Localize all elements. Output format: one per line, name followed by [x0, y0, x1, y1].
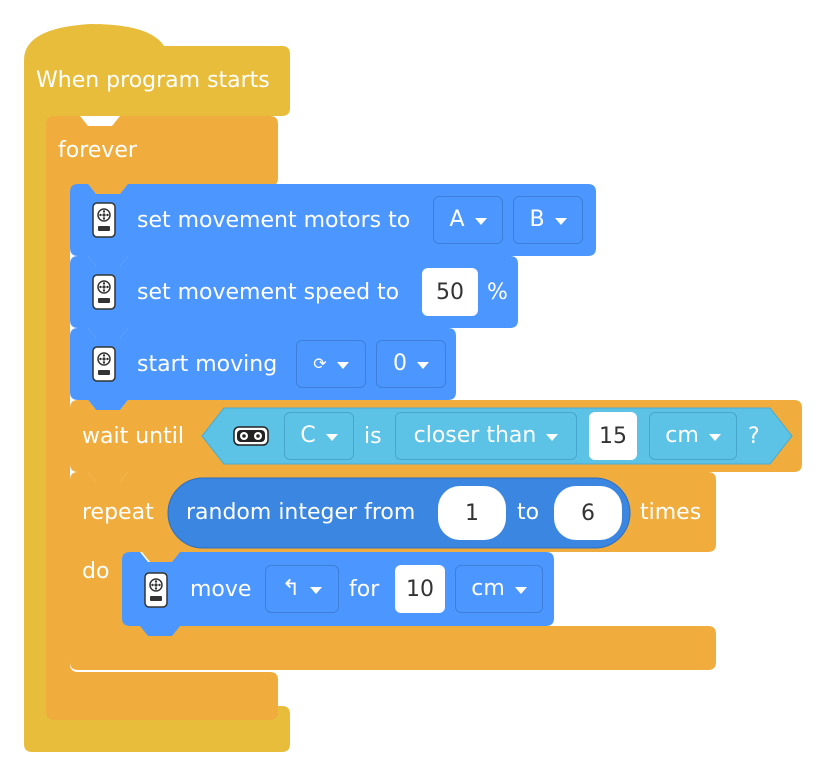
- random-from-input[interactable]: 1: [438, 486, 506, 540]
- distance-unit-dropdown[interactable]: cm: [649, 412, 737, 460]
- move-direction-value: ↰: [281, 576, 301, 601]
- motor-port-dropdown-2[interactable]: B: [513, 196, 583, 244]
- sensor-port-dropdown[interactable]: C: [284, 412, 354, 460]
- speed-value-input[interactable]: 50: [422, 268, 478, 316]
- event-block-label: When program starts: [36, 68, 270, 93]
- repeat-block-label: repeat: [82, 500, 154, 525]
- comparison-value: closer than: [413, 423, 537, 448]
- move-block-label: move: [190, 577, 252, 602]
- motor-pair-icon: [144, 572, 168, 608]
- chevron-down-icon: [325, 433, 338, 441]
- is-label: is: [364, 424, 382, 449]
- random-to-label: to: [517, 500, 540, 525]
- distance-sensor-icon: [233, 426, 269, 446]
- chevron-down-icon: [417, 361, 429, 369]
- start-block-label: start moving: [137, 352, 278, 377]
- move-direction-dropdown[interactable]: ↰: [265, 565, 339, 613]
- direction-dropdown[interactable]: ⟳: [296, 340, 366, 388]
- distance-unit-value: cm: [665, 423, 699, 448]
- wait-block-label: wait until: [82, 424, 184, 449]
- direction-value: ⟳: [313, 354, 327, 373]
- forever-block-label: forever: [58, 138, 137, 163]
- random-integer-label: random integer from: [186, 500, 416, 525]
- motor-pair-icon: [92, 346, 116, 382]
- question-mark-label: ?: [748, 424, 760, 449]
- move-unit-dropdown[interactable]: cm: [455, 565, 543, 613]
- distance-value-input[interactable]: 15: [589, 412, 637, 460]
- move-unit-value: cm: [471, 576, 505, 601]
- do-label: do: [82, 559, 110, 584]
- chevron-down-icon: [310, 586, 323, 594]
- steer-dropdown[interactable]: 0: [376, 340, 446, 388]
- chevron-down-icon: [474, 217, 487, 225]
- chevron-down-icon: [546, 433, 559, 441]
- speed-unit-label: %: [487, 280, 508, 305]
- motor-port-dropdown-1[interactable]: A: [433, 196, 503, 244]
- motors-block-label: set movement motors to: [137, 208, 411, 233]
- steer-value: 0: [393, 351, 407, 376]
- random-to-input[interactable]: 6: [554, 486, 622, 540]
- move-for-label: for: [349, 577, 380, 602]
- chevron-down-icon: [554, 217, 567, 225]
- comparison-dropdown[interactable]: closer than: [395, 412, 577, 460]
- sensor-port-value: C: [300, 423, 316, 448]
- speed-block-label: set movement speed to: [137, 280, 400, 305]
- motor-pair-icon: [92, 274, 116, 310]
- motor-port-2-value: B: [529, 207, 545, 232]
- times-label: times: [640, 500, 702, 525]
- move-value-input[interactable]: 10: [395, 565, 445, 613]
- chevron-down-icon: [708, 433, 721, 441]
- motor-pair-icon: [92, 202, 116, 238]
- chevron-down-icon: [336, 361, 349, 369]
- chevron-down-icon: [514, 586, 527, 594]
- motor-port-1-value: A: [449, 207, 465, 232]
